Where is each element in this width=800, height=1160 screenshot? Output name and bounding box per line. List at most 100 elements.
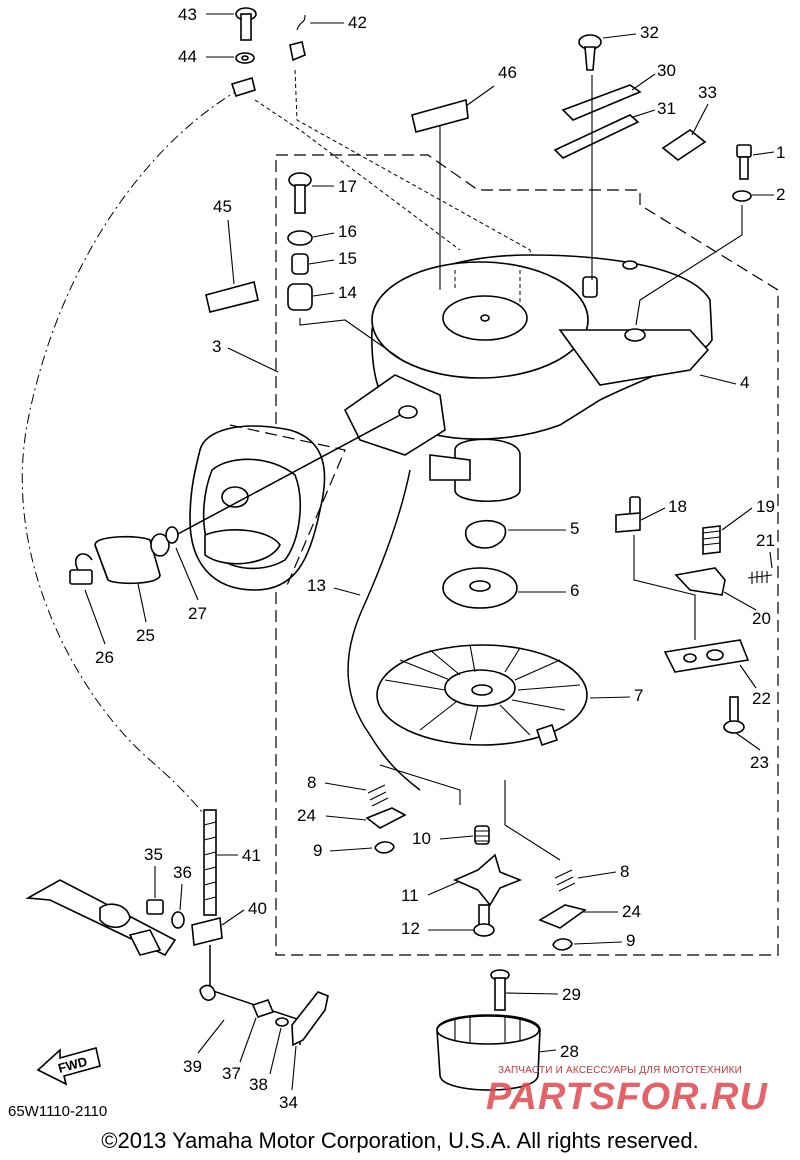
bracket-22 [663,639,750,673]
callout-9-right: 9 [626,931,635,950]
callout-25: 25 [136,626,155,645]
bolt-43 [235,7,257,41]
starter-housing [343,254,713,503]
spring-8-right [554,869,576,892]
plunger-18 [615,496,641,533]
starter-cup-28 [436,1014,541,1091]
spring-8-left [367,784,389,807]
bolt-37 [251,999,275,1018]
bolt-23 [723,696,745,734]
label-45 [205,281,259,313]
bolt-17 [288,172,312,214]
cable-end-wire [209,945,301,1045]
watermark-logo: PARTSFOR.RU [486,1076,768,1118]
callout-39: 39 [183,1057,202,1076]
rope-seal-27 [150,526,179,557]
guide-bracket-left [379,764,461,805]
plate-40 [191,916,223,947]
pawl-24-right [538,904,587,929]
lever-20 [674,567,726,596]
callout-13: 13 [307,576,326,595]
spiral-spring-6 [442,567,518,609]
collar-15 [291,253,309,275]
link-line-cable [21,87,243,821]
callout-38: 38 [249,1075,268,1094]
sheave-drum-7 [376,644,588,747]
spring-19 [702,525,721,555]
label-46 [411,98,469,133]
bolt-12 [473,904,495,937]
callout-12: 12 [401,919,420,938]
bushing-14 [287,283,313,311]
clip-9-left [374,841,395,854]
clip-9-right [552,938,573,951]
washer-36 [171,911,185,929]
callout-29: 29 [562,985,581,1004]
watermark-tagline: ЗАПЧАСТИ И АКСЕССУАРЫ ДЛЯ МОТОТЕХНИКИ [498,1065,743,1076]
callout-21: 21 [756,531,775,550]
callout-16: 16 [338,222,357,241]
callout-40: 40 [248,899,267,918]
bracket-34 [291,991,329,1047]
callout-7: 7 [634,686,643,705]
callout-32: 32 [640,23,659,42]
cap-33 [661,129,707,161]
bolt-1 [736,144,752,180]
cable-end-42 [289,14,306,62]
guide-bracket-right [504,780,561,861]
callout-37: 37 [222,1064,241,1083]
callout-1: 1 [776,143,785,162]
link-line-top [294,69,541,301]
callout-22: 22 [752,689,771,708]
callout-20: 20 [752,609,771,628]
drive-plate-11 [452,853,523,907]
diagram-code: 65W1110-2110 [8,1103,108,1120]
start-rope [175,414,401,536]
callout-27: 27 [188,604,207,623]
washer-44-hole [241,55,249,61]
bolt-35 [146,899,164,915]
callout-41: 41 [242,846,261,865]
callout-26: 26 [95,648,114,667]
bolt-32 [578,34,602,71]
washer-2 [732,190,752,202]
callout-24-left: 24 [297,806,316,825]
plate-31 [553,114,640,159]
washer-38 [275,1017,289,1027]
callout-6: 6 [570,581,579,600]
clip-39 [199,984,216,1001]
washer-16 [287,230,313,246]
callout-19: 19 [756,497,775,516]
callout-31: 31 [657,99,676,118]
handle-clip-26 [69,553,93,585]
callout-9-left: 9 [313,841,322,860]
callout-17: 17 [338,177,357,196]
starter-cable-13 [347,469,421,791]
callout-46: 46 [498,63,517,82]
callout-15: 15 [338,249,357,268]
callout-14: 14 [338,283,357,302]
callout-10: 10 [412,829,431,848]
callout-24-right: 24 [622,902,641,921]
callout-18: 18 [668,497,687,516]
callout-36: 36 [173,863,192,882]
callout-23: 23 [750,753,769,772]
callout-43: 43 [178,5,197,24]
assembly-boundary [275,154,779,956]
callout-33: 33 [698,83,717,102]
fwd-label: FWD [56,1054,88,1076]
fwd-arrow-icon: FWD [36,1047,101,1086]
grip-cover [189,425,326,591]
callout-42: 42 [348,13,367,32]
plate-30 [561,84,642,121]
callout-5: 5 [570,519,579,538]
callout-8-left: 8 [307,773,316,792]
callout-34: 34 [279,1093,298,1112]
callout-45: 45 [213,197,232,216]
callout-8-right: 8 [620,862,629,881]
callout-28: 28 [560,1042,579,1061]
cable-sleeve-41 [203,809,217,916]
callout-44: 44 [178,47,197,66]
start-handle-25 [94,535,161,585]
callouts: 43 44 42 32 30 31 33 46 1 2 17 16 [84,5,785,1112]
